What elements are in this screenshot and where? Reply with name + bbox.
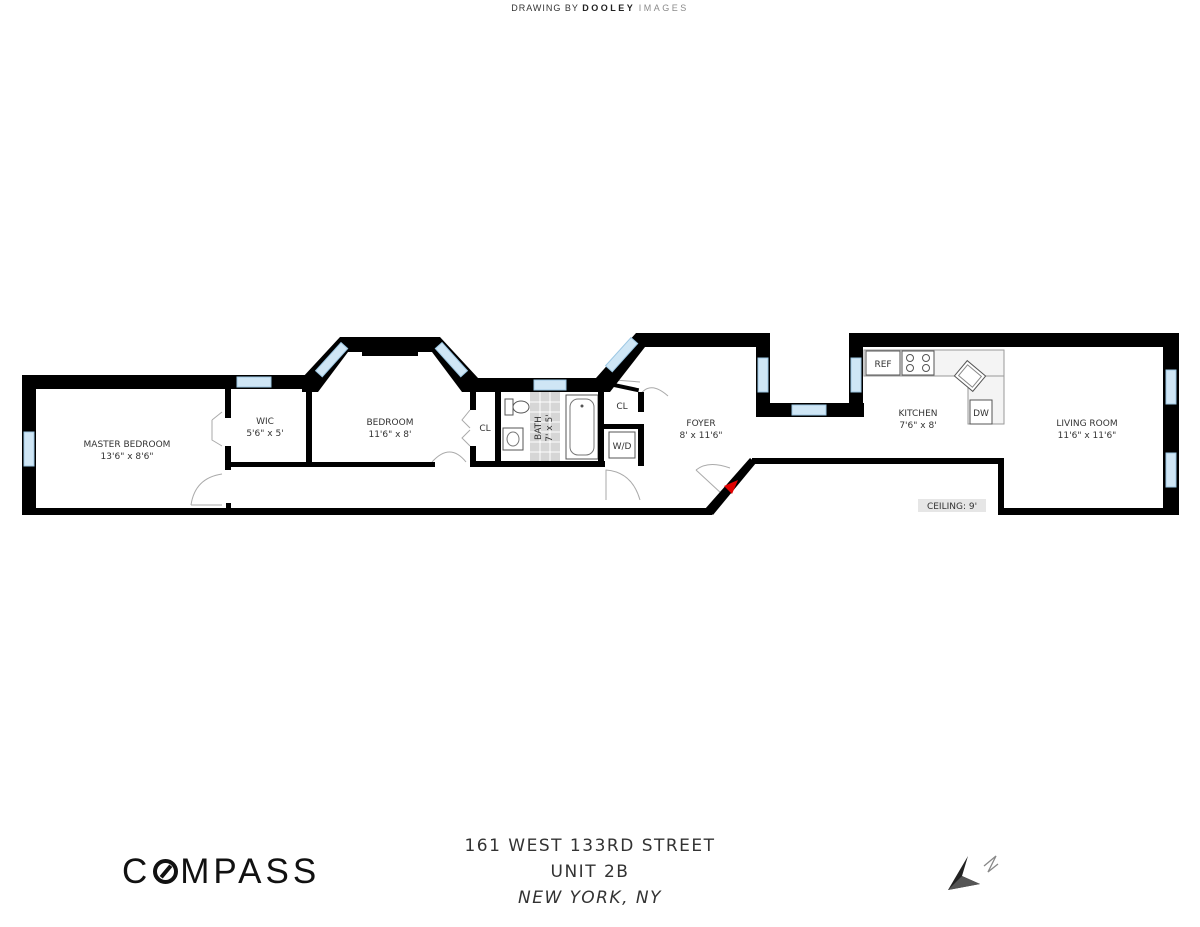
window-bedroom-left bbox=[314, 341, 349, 378]
wic-dims: 5'6" x 5' bbox=[246, 429, 283, 439]
address-street: 161 WEST 133RD STREET bbox=[464, 836, 716, 856]
foyer-name: FOYER bbox=[686, 419, 715, 429]
wall-north-kitchen-living bbox=[849, 333, 1179, 347]
wall-bath-west bbox=[495, 384, 501, 466]
wall-bath-east bbox=[598, 384, 604, 466]
kitchen-name: KITCHEN bbox=[899, 409, 938, 419]
wall-door-jamb bbox=[226, 503, 231, 513]
address-unit: UNIT 2B bbox=[550, 862, 630, 882]
wall-bedroom-closet-lower bbox=[470, 446, 476, 466]
window-wic bbox=[236, 376, 272, 388]
bath-sink bbox=[502, 427, 524, 451]
credit-brand: DOOLEY bbox=[582, 3, 636, 13]
wall-wic-west-lower bbox=[225, 446, 231, 470]
kitchen-sink bbox=[953, 359, 987, 393]
bedroom-closet-label: CL bbox=[479, 424, 490, 434]
window-living-lower bbox=[1165, 452, 1177, 488]
master-bedroom-dims: 13'6" x 8'6" bbox=[101, 452, 154, 462]
address-city: NEW YORK, NY bbox=[517, 888, 662, 908]
drawing-credit: DRAWING BY DOOLEY IMAGES bbox=[0, 3, 1200, 13]
ceiling-tag-bg bbox=[918, 499, 986, 512]
wall-closet-base bbox=[470, 461, 500, 467]
kitchen-dims: 7'6" x 8' bbox=[899, 421, 936, 431]
wall-living-step bbox=[998, 460, 1004, 515]
wall-hall-north bbox=[225, 462, 435, 467]
wall-bath-south bbox=[495, 461, 605, 467]
wall-closet-east bbox=[638, 392, 644, 412]
wall-wic-bedroom bbox=[306, 384, 312, 466]
ceiling-height: CEILING: 9' bbox=[927, 502, 977, 512]
wall-foyer-bay bbox=[596, 333, 770, 392]
compass-logo: C MPASS bbox=[122, 852, 320, 892]
bath-dims: 7' x 5' bbox=[545, 414, 555, 441]
window-foyer-bay bbox=[604, 336, 639, 373]
washer-dryer-label: W/D bbox=[613, 442, 632, 452]
bedroom-dims: 11'6" x 8' bbox=[368, 430, 411, 440]
wall-closet-angle bbox=[599, 380, 640, 393]
window-foyer-east bbox=[757, 357, 769, 393]
doors bbox=[190, 379, 731, 506]
window-bath bbox=[533, 379, 567, 391]
logo-text-end: MPASS bbox=[180, 852, 321, 891]
wall-wd-top bbox=[604, 424, 644, 429]
wall-south-kitchen bbox=[752, 458, 1004, 464]
living-room-dims: 11'6" x 11'6" bbox=[1058, 431, 1117, 441]
foyer-closet-label: CL bbox=[616, 402, 627, 412]
entry-marker bbox=[724, 480, 738, 494]
wic-name: WIC bbox=[256, 417, 274, 427]
stove bbox=[901, 350, 935, 376]
wall-bedroom-closet-upper bbox=[470, 384, 476, 410]
bath-name: BATH bbox=[534, 416, 544, 440]
wall-south-living bbox=[998, 508, 1179, 515]
bath-tile-floor bbox=[530, 392, 560, 462]
fixtures bbox=[502, 349, 1005, 462]
credit-brand-secondary: IMAGES bbox=[638, 3, 689, 13]
washer-dryer-box bbox=[608, 431, 636, 459]
bedroom-name: BEDROOM bbox=[367, 418, 414, 428]
north-arrow-icon bbox=[948, 855, 999, 890]
living-room-name: LIVING ROOM bbox=[1056, 419, 1117, 429]
refrigerator-label: REF bbox=[874, 360, 891, 370]
wall-wic-west-upper bbox=[225, 384, 231, 418]
toilet bbox=[504, 398, 514, 416]
refrigerator bbox=[865, 350, 901, 376]
window-notch bbox=[791, 404, 827, 416]
window-kitchen bbox=[850, 357, 862, 393]
foyer-dims: 8' x 11'6" bbox=[679, 431, 722, 441]
windows bbox=[23, 336, 1177, 488]
window-bedroom-right bbox=[434, 341, 469, 378]
credit-prefix: DRAWING BY bbox=[511, 3, 579, 13]
window-living-upper bbox=[1165, 369, 1177, 405]
logo-text-start: C bbox=[122, 852, 152, 891]
window-master bbox=[23, 431, 35, 467]
dishwasher-label: DW bbox=[973, 409, 989, 419]
dishwasher bbox=[969, 399, 993, 425]
master-bedroom-name: MASTER BEDROOM bbox=[84, 440, 171, 450]
bedroom-header bbox=[362, 346, 418, 356]
compass-o-icon bbox=[153, 859, 179, 884]
walls bbox=[22, 333, 1179, 515]
wall-south-west bbox=[22, 508, 712, 515]
wall-east bbox=[1163, 333, 1179, 515]
wall-wd-east bbox=[638, 424, 644, 466]
